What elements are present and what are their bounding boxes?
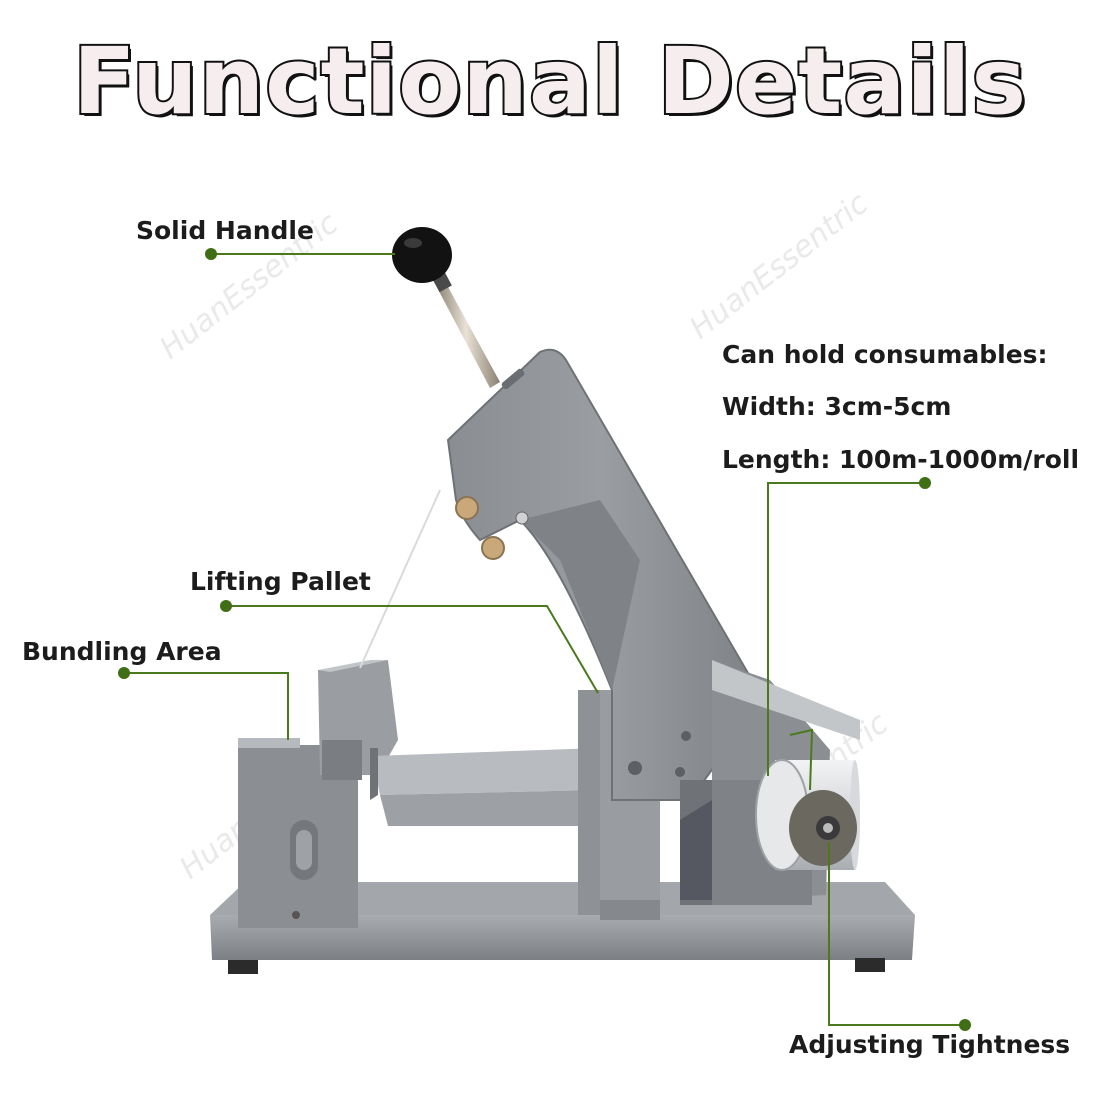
dot-lifting-pallet [220,600,232,612]
watermark-text-2: HuanEssentric [683,186,875,347]
label-solid-handle: Solid Handle [136,216,314,245]
main-arm [446,348,757,801]
label-lifting-pallet: Lifting Pallet [190,567,371,596]
bundling-housing [238,660,398,928]
tape-roll [755,759,860,871]
solid-handle-graphic [392,227,500,388]
strapping-tape [359,489,441,669]
leader-lifting-pallet [226,605,599,694]
dot-solid-handle [205,248,217,260]
lifting-pallet-tray [370,748,600,826]
page-title: Functional Details [71,26,1028,137]
dot-adjusting-tightness [959,1019,971,1031]
spec-length: Length: 100m-1000m/roll [722,445,1080,474]
leader-dots [118,248,971,1031]
guide-rollers [455,496,529,560]
leader-bundling-area [125,672,289,740]
leader-adjusting-tightness [828,842,964,1026]
dot-bundling-area [118,667,130,679]
leader-consumables [767,482,924,776]
dot-consumables [919,477,931,489]
spec-width: Width: 3cm-5cm [722,392,952,421]
label-adjusting-tightness: Adjusting Tightness [789,1030,1071,1059]
leader-lines [125,253,964,1026]
leader-tightness-bracket [789,728,814,791]
label-bundling-area: Bundling Area [22,637,222,666]
spec-heading: Can hold consumables: [722,340,1048,369]
